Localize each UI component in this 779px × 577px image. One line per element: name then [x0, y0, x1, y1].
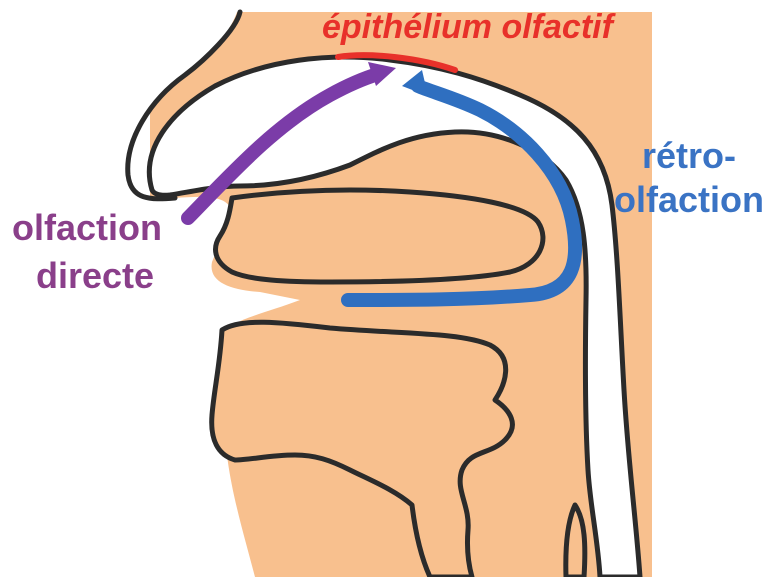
- direct-label-line2: directe: [36, 255, 154, 296]
- direct-label-line1: olfaction: [12, 207, 162, 248]
- epithelium-label: épithélium olfactif: [322, 8, 617, 46]
- epiglottis: [566, 505, 585, 577]
- palate-tissue: [216, 190, 543, 282]
- retro-label-line1: rétro-: [642, 135, 736, 176]
- retro-label-line2: olfaction: [614, 179, 764, 220]
